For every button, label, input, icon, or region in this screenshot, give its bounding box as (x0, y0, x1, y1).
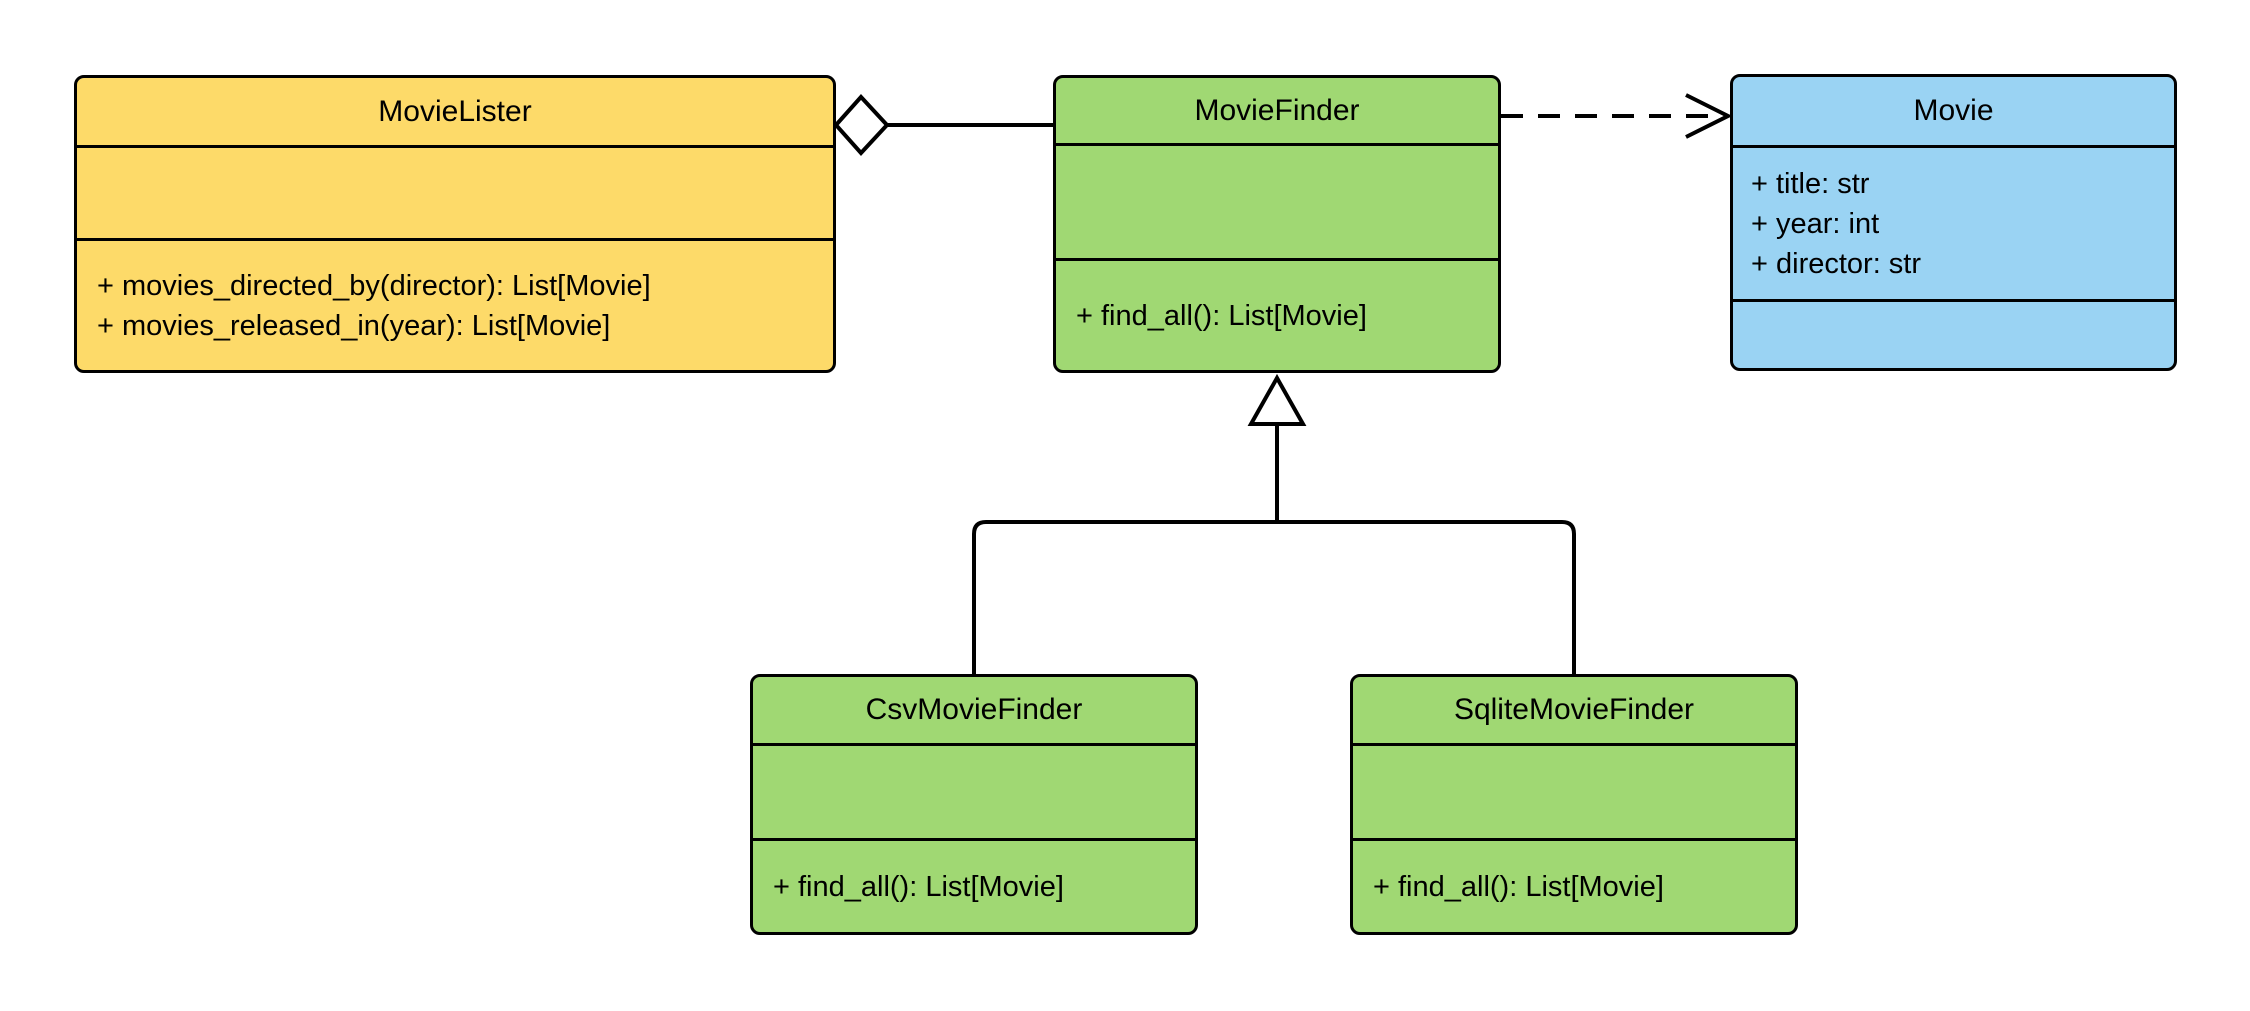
class-movie-header: Movie (1733, 77, 2174, 145)
class-moviefinder-header: MovieFinder (1056, 78, 1498, 143)
inheritance-connector-tree[interactable] (972, 373, 1576, 674)
attribute-label: + director: str (1751, 247, 1922, 280)
dependency-open-arrowhead (1685, 93, 1733, 139)
class-movielister-methods-section: + movies_directed_by(director): List[Mov… (77, 238, 833, 370)
class-sqlitemoviefinder-attributes-section (1353, 743, 1795, 838)
inheritance-triangle (1247, 373, 1307, 426)
class-moviefinder-attributes-section (1056, 143, 1498, 258)
class-movie-methods-section (1733, 299, 2174, 368)
attribute-label: + year: int (1751, 207, 1880, 240)
class-movielister[interactable]: MovieLister + movies_directed_by(directo… (74, 75, 836, 373)
class-movie-title: Movie (1913, 94, 1994, 127)
dependency-connector-moviefinder-movie[interactable] (1501, 93, 1733, 139)
inheritance-branch-csv (972, 520, 1277, 674)
class-movielister-title: MovieLister (378, 94, 532, 128)
class-sqlitemoviefinder[interactable]: SqliteMovieFinder + find_all(): List[Mov… (1350, 674, 1798, 935)
method-label: + find_all(): List[Movie] (1076, 299, 1367, 332)
class-movielister-attributes-section (77, 145, 833, 238)
class-movielister-header: MovieLister (77, 78, 833, 145)
class-csvmoviefinder-methods-section: + find_all(): List[Movie] (753, 838, 1195, 932)
class-csvmoviefinder-attributes-section (753, 743, 1195, 838)
class-csvmoviefinder-title: CsvMovieFinder (865, 693, 1083, 726)
aggregation-diamond (833, 94, 890, 156)
class-moviefinder-title: MovieFinder (1194, 93, 1360, 127)
class-movie-attributes-section: + title: str + year: int + director: str (1733, 145, 2174, 299)
class-moviefinder-methods-section: + find_all(): List[Movie] (1056, 258, 1498, 370)
class-sqlitemoviefinder-methods-section: + find_all(): List[Movie] (1353, 838, 1795, 932)
inheritance-branch-sqlite (1277, 520, 1576, 674)
class-movie[interactable]: Movie + title: str + year: int + directo… (1730, 74, 2177, 371)
class-sqlitemoviefinder-title: SqliteMovieFinder (1453, 693, 1695, 726)
aggregation-connector-movielister-moviefinder[interactable] (833, 94, 1053, 156)
method-label: + find_all(): List[Movie] (1373, 870, 1664, 903)
class-moviefinder[interactable]: MovieFinder + find_all(): List[Movie] (1053, 75, 1501, 373)
class-sqlitemoviefinder-header: SqliteMovieFinder (1353, 677, 1795, 743)
method-label: + find_all(): List[Movie] (773, 870, 1064, 903)
class-csvmoviefinder-header: CsvMovieFinder (753, 677, 1195, 743)
method-label: + movies_released_in(year): List[Movie] (97, 309, 611, 342)
attribute-label: + title: str (1751, 167, 1870, 200)
method-label: + movies_directed_by(director): List[Mov… (97, 269, 651, 302)
class-csvmoviefinder[interactable]: CsvMovieFinder + find_all(): List[Movie] (750, 674, 1198, 935)
